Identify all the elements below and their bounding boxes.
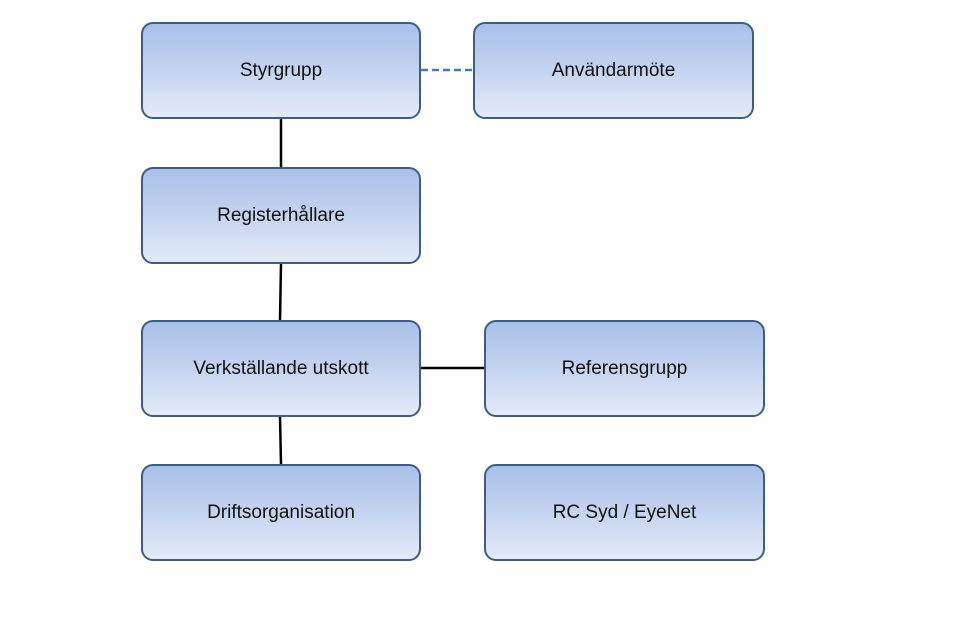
node-anvandarmote: Användarmöte [473, 22, 754, 119]
node-label-rc-syd-eyenet: RC Syd / EyeNet [552, 501, 697, 523]
connector-registerhallare-verkstallande [278, 263, 283, 321]
node-referensgrupp: Referensgrupp [484, 320, 765, 417]
node-driftsorganisation: Driftsorganisation [141, 464, 421, 561]
node-styrgrupp: Styrgrupp [141, 22, 421, 119]
node-label-driftsorganisation: Driftsorganisation [207, 501, 355, 523]
node-rc-syd-eyenet: RC Syd / EyeNet [484, 464, 765, 561]
node-label-styrgrupp: Styrgrupp [239, 59, 323, 81]
node-label-anvandarmote: Användarmöte [551, 59, 676, 81]
node-label-referensgrupp: Referensgrupp [561, 357, 688, 379]
node-registerhallare: Registerhållare [141, 167, 421, 264]
node-verkstallande-utskott: Verkställande utskott [141, 320, 421, 417]
node-label-verkstallande-utskott: Verkställande utskott [193, 357, 369, 379]
node-label-registerhallare: Registerhållare [217, 204, 345, 226]
connector-verkstallande-driftsorganisation [278, 416, 283, 465]
